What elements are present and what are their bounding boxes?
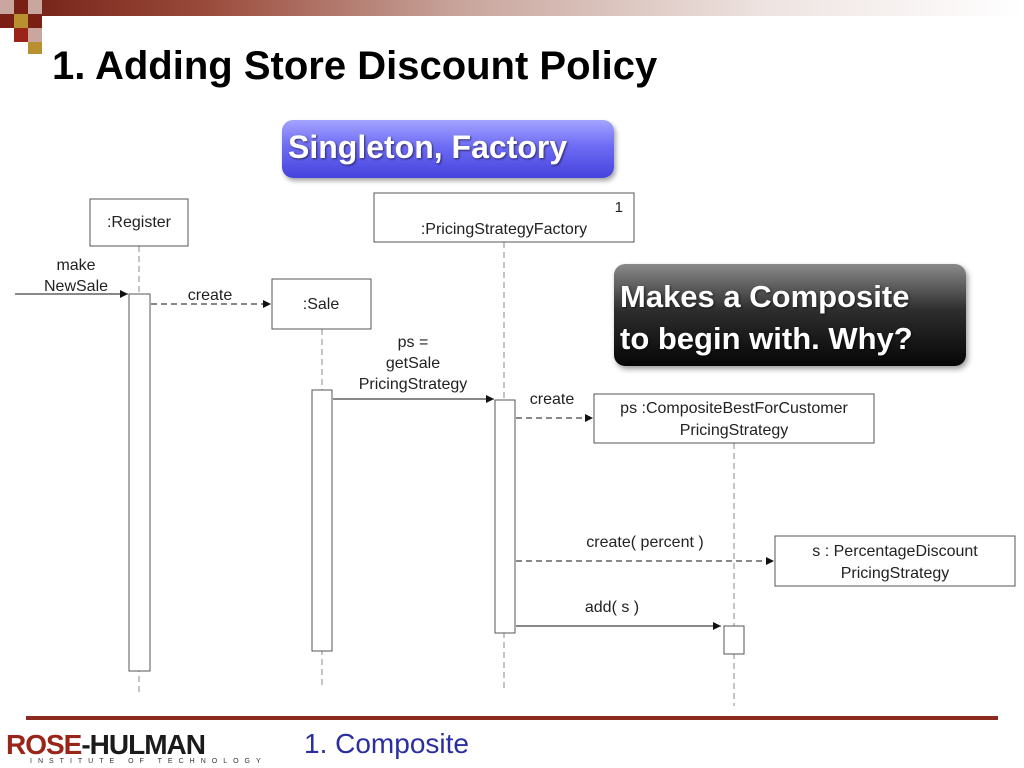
patterns-callout: Singleton, Factory — [282, 120, 614, 178]
logo-name-part2: -HULMAN — [81, 729, 206, 760]
register-box — [89, 198, 189, 247]
slide-title: 1. Adding Store Discount Policy — [52, 44, 658, 88]
composite-activation — [723, 625, 745, 655]
create-composite-label: create — [530, 391, 575, 408]
top-gradient-bar — [0, 0, 1024, 16]
get-strategy-label-line2: getSale — [386, 355, 440, 372]
footer-section-label: 1. Composite — [304, 728, 469, 759]
create-percentage-label: create( percent ) — [586, 534, 703, 551]
sale-activation — [311, 389, 333, 652]
composite-label-line2: PricingStrategy — [680, 422, 789, 439]
composite-box — [593, 393, 875, 444]
make-new-sale-label-line1: make — [56, 257, 95, 274]
make-new-sale-label-line2: NewSale — [44, 278, 108, 295]
factory-box — [373, 192, 635, 243]
composite-label-line1: ps :CompositeBestForCustomer — [620, 400, 848, 417]
composite-question-callout: Makes a Composite to begin with. Why? — [614, 264, 966, 366]
sale-label: :Sale — [303, 296, 340, 313]
register-activation — [128, 293, 151, 672]
create-sale-label: create — [188, 287, 233, 304]
percentage-label-line1: s : PercentageDiscount — [812, 543, 978, 560]
sale-box — [271, 278, 372, 330]
get-strategy-label-line3: PricingStrategy — [359, 376, 468, 393]
add-label: add( s ) — [585, 599, 639, 616]
percentage-label-line2: PricingStrategy — [841, 565, 950, 582]
corner-squares-decoration — [0, 0, 42, 54]
get-strategy-label-line1: ps = — [398, 334, 429, 351]
factory-label: :PricingStrategyFactory — [421, 221, 587, 238]
rose-hulman-logo: ROSE-HULMAN INSTITUTE OF TECHNOLOGY — [6, 729, 267, 768]
register-label: :Register — [107, 214, 172, 231]
composite-question-line1: Makes a Composite — [620, 279, 910, 314]
logo-subtitle: INSTITUTE OF TECHNOLOGY — [30, 758, 267, 765]
logo-name-part1: ROSE — [6, 729, 82, 760]
composite-question-line2: to begin with. Why? — [620, 321, 913, 356]
footer-divider — [26, 716, 998, 720]
factory-activation — [494, 399, 516, 634]
factory-multiplicity: 1 — [615, 199, 623, 216]
percentage-box — [774, 535, 1016, 587]
